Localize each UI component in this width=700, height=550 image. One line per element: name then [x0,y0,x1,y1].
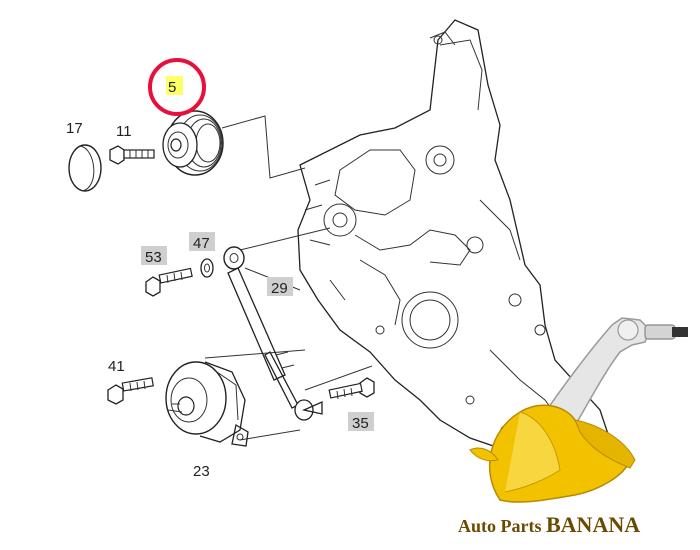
logo-text-prefix: Auto Parts [458,516,546,536]
bolt-part-41[interactable] [107,377,154,405]
bolt-part-11[interactable] [109,145,155,165]
washer-part-47[interactable] [200,258,214,278]
callout-53-tag [141,246,167,265]
dust-cap-part-17[interactable] [68,144,102,192]
callout-35-tag [348,412,374,431]
logo-text-banana: BANANA [546,512,640,537]
callout-41: 41 [108,358,125,375]
damper-part-29[interactable] [223,246,323,421]
callout-29: 29 [271,280,288,297]
callout-35: 35 [352,415,369,432]
callout-5: 5 [168,79,176,96]
leader-line-pulley [221,115,306,179]
idler-pulley-part-5[interactable] [162,110,224,176]
callout-29-tag [267,277,293,296]
bolt-part-35[interactable] [328,377,375,400]
callout-47: 47 [193,235,210,252]
leader-line-tensioner [204,349,306,441]
highlight-ring [148,58,206,116]
bolt-part-53[interactable] [145,267,193,297]
auto-parts-banana-logo: Auto Parts BANANA [458,317,688,537]
callout-47-tag [189,232,215,251]
callout-23: 23 [193,463,210,480]
belt-tensioner-part-23[interactable] [165,361,249,447]
callout-53: 53 [145,249,162,266]
callout-11: 11 [116,123,132,140]
callout-17: 17 [66,120,83,137]
logo-text: Auto Parts BANANA [458,512,640,537]
leader-line-damper-bottom [244,267,373,391]
callout-5-highlight [166,76,183,95]
leader-line-damper-top [239,227,331,251]
engine-timing-cover [297,19,611,481]
